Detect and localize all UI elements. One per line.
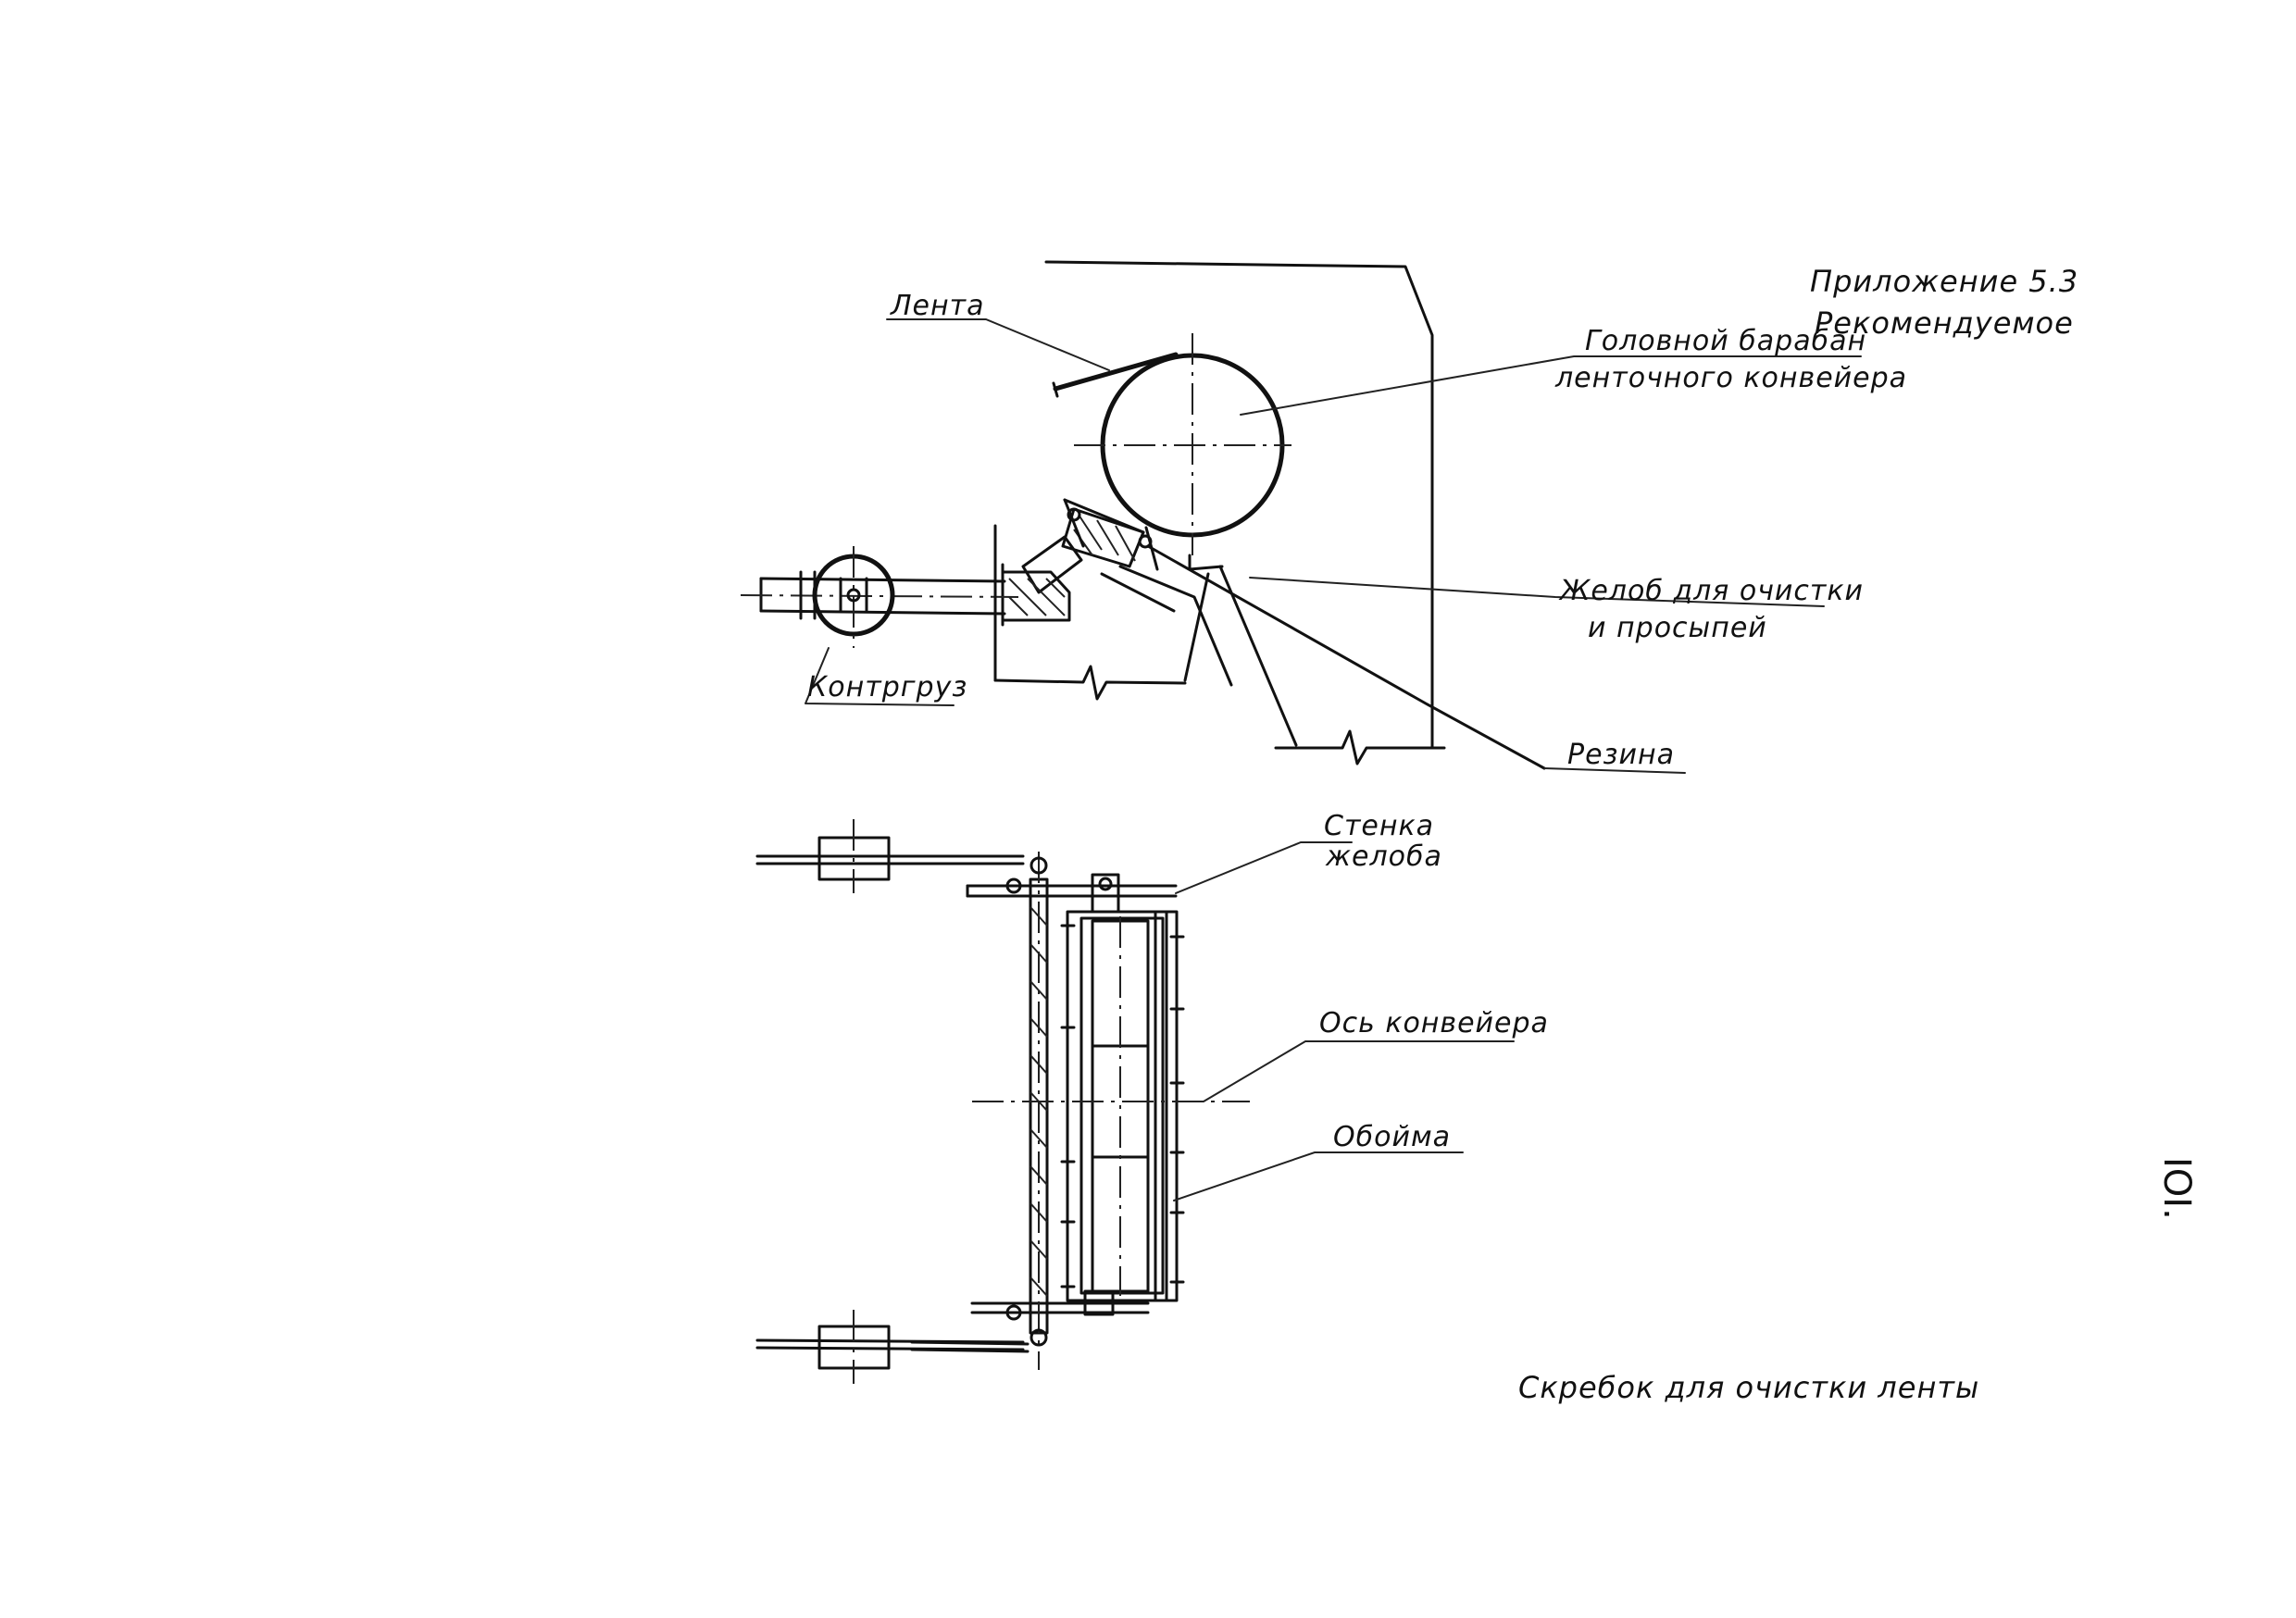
rubber-plate (1183, 572, 1210, 682)
status-label: Рекомендуемое (1815, 305, 2074, 341)
axis-label: Ось конвейера (1319, 1007, 1549, 1039)
trough-label-1: Желоб для очистки (1558, 575, 1864, 607)
side-view (740, 260, 1546, 770)
belt-end (1052, 381, 1059, 398)
rubber-label: Резина (1567, 739, 1675, 771)
holder-bolts (1060, 924, 1185, 1288)
inner-chute (1188, 554, 1224, 571)
chute-wall (1044, 260, 1434, 750)
holder-label: Обойма (1333, 1121, 1451, 1153)
holder-frame-inner (1079, 916, 1165, 1295)
break-line-right (1274, 729, 1446, 765)
drum-label-1: Головной барабан (1585, 325, 1866, 357)
belt-label: Лента (890, 290, 985, 322)
rubber-plate-2 (1218, 565, 1298, 747)
trough-label-2: и просыпей (1588, 612, 1767, 644)
bottom-rail (970, 1301, 1150, 1314)
holder-frame-outer (1066, 910, 1179, 1302)
wall-label-2: желоба (1325, 840, 1442, 873)
figure-caption: Скребок для очистки ленты (1518, 1370, 1979, 1405)
drum-label-2: ленточного конвейера (1554, 362, 1907, 394)
page-number: IOI. (2155, 1157, 2198, 1220)
appendix-title: Приложение 5.3 (1810, 264, 2078, 299)
belt-line (1053, 352, 1179, 392)
scraper-holder (1061, 507, 1145, 568)
wall-label-1: Стенка (1324, 810, 1434, 842)
counterweight-label: Контргруз (807, 671, 967, 703)
top-rail (966, 884, 1178, 898)
leader-lines (805, 318, 1862, 1201)
plan-view (755, 819, 1250, 1384)
break-line-left (993, 665, 1187, 701)
